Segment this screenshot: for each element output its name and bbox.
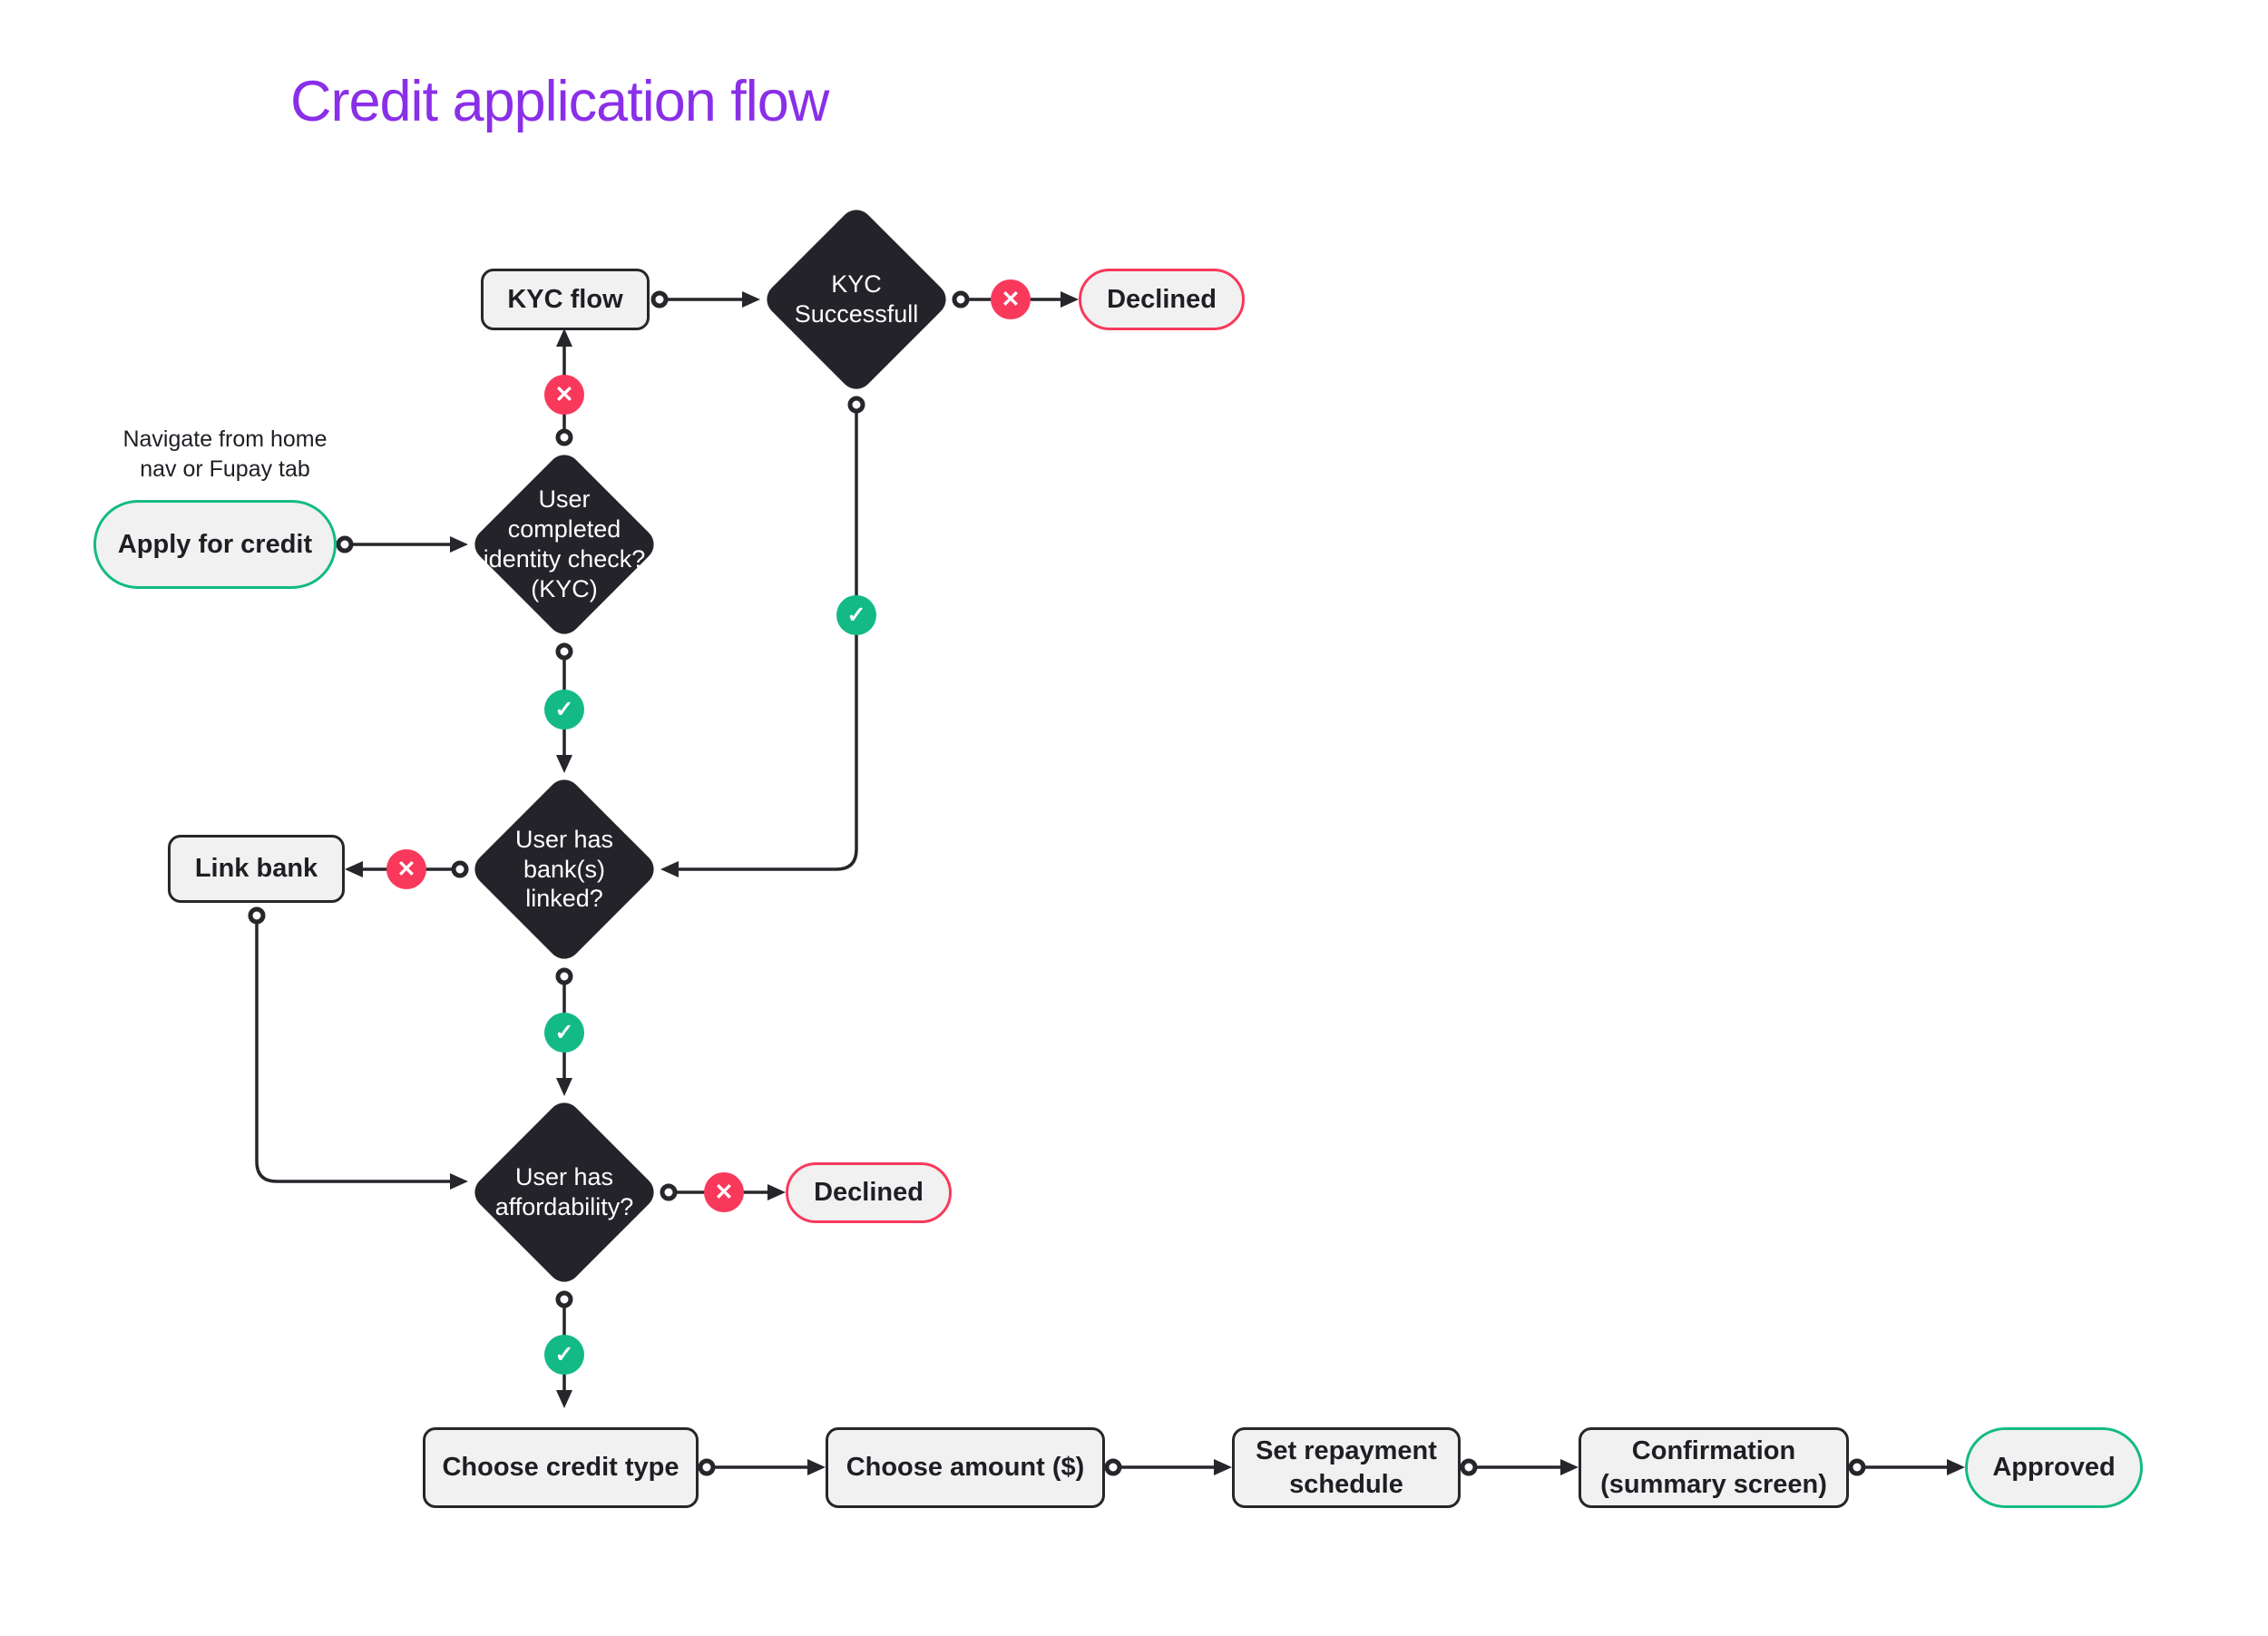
- node-label: Choose credit type: [442, 1453, 679, 1483]
- cross-icon[interactable]: ✕: [386, 849, 426, 889]
- node-declined-affordability[interactable]: Declined: [786, 1162, 952, 1223]
- node-label: Link bank: [194, 854, 318, 884]
- decision-label-line: affordability?: [494, 1193, 634, 1220]
- annotation: Navigate from home nav or Fupay tab: [97, 425, 353, 484]
- check-icon[interactable]: ✓: [544, 1013, 584, 1053]
- check-glyph: ✓: [554, 1341, 574, 1367]
- decision-label-line: User has: [514, 825, 614, 853]
- node-set-repayment-schedule[interactable]: Set repayment schedule: [1232, 1427, 1461, 1508]
- node-choose-amount[interactable]: Choose amount ($): [826, 1427, 1105, 1508]
- decision-label: User has affordability?: [468, 1096, 660, 1288]
- annotation-line: Navigate from home: [122, 426, 327, 452]
- check-glyph: ✓: [846, 602, 866, 628]
- node-confirmation[interactable]: Confirmation (summary screen): [1579, 1427, 1849, 1508]
- decision-kyc-successful[interactable]: KYC Successfull: [759, 202, 953, 397]
- check-glyph: ✓: [554, 696, 574, 722]
- node-label: Declined: [1107, 284, 1217, 314]
- cross-glyph: ✕: [714, 1179, 734, 1205]
- node-label: Choose amount ($): [846, 1453, 1085, 1483]
- decision-label: User has bank(s) linked?: [468, 773, 660, 965]
- connector-start-dots: [248, 290, 1866, 1476]
- node-label: Declined: [814, 1178, 924, 1208]
- decision-label-line: KYC: [831, 270, 882, 299]
- decision-label-line: bank(s): [523, 855, 606, 883]
- check-glyph: ✓: [554, 1019, 574, 1045]
- node-label: Approved: [1992, 1453, 2116, 1483]
- decision-label: User completed identity check? (KYC): [468, 448, 660, 641]
- node-label: schedule: [1289, 1469, 1403, 1499]
- decision-affordability[interactable]: User has affordability?: [467, 1095, 661, 1289]
- decision-label-line: User has: [514, 1163, 614, 1191]
- node-approved[interactable]: Approved: [1965, 1427, 2143, 1508]
- node-label: Confirmation: [1631, 1436, 1796, 1466]
- node-link-bank[interactable]: Link bank: [168, 835, 345, 903]
- decision-label-line: (KYC): [531, 574, 598, 602]
- node-declined-kyc[interactable]: Declined: [1079, 269, 1245, 330]
- decision-label-line: identity check?: [483, 545, 646, 573]
- node-choose-credit-type[interactable]: Choose credit type: [423, 1427, 699, 1508]
- cross-icon[interactable]: ✕: [544, 375, 584, 415]
- annotation-line: nav or Fupay tab: [140, 456, 310, 482]
- cross-icon[interactable]: ✕: [991, 279, 1031, 319]
- check-icon[interactable]: ✓: [544, 690, 584, 730]
- decision-label-line: User: [538, 485, 591, 514]
- check-icon[interactable]: ✓: [836, 595, 876, 635]
- decision-label-line: linked?: [525, 885, 603, 913]
- cross-glyph: ✕: [1001, 286, 1021, 312]
- node-label: Set repayment: [1256, 1436, 1437, 1466]
- decision-label-line: completed: [507, 515, 621, 544]
- decision-bank-linked[interactable]: User has bank(s) linked?: [467, 772, 661, 966]
- page-title: Credit application flow: [290, 70, 829, 133]
- node-label: (summary screen): [1600, 1469, 1827, 1499]
- node-apply-for-credit[interactable]: Apply for credit: [93, 500, 337, 589]
- node-label: Apply for credit: [117, 529, 313, 559]
- cross-glyph: ✕: [554, 381, 574, 407]
- node-kyc-flow[interactable]: KYC flow: [481, 269, 650, 330]
- decision-label: KYC Successfull: [760, 203, 953, 396]
- cross-glyph: ✕: [396, 856, 416, 882]
- node-label: KYC flow: [507, 284, 623, 314]
- cross-icon[interactable]: ✕: [704, 1172, 744, 1212]
- decision-identity-check[interactable]: User completed identity check? (KYC): [467, 447, 661, 642]
- decision-label-line: Successfull: [794, 300, 919, 328]
- check-icon[interactable]: ✓: [544, 1335, 584, 1375]
